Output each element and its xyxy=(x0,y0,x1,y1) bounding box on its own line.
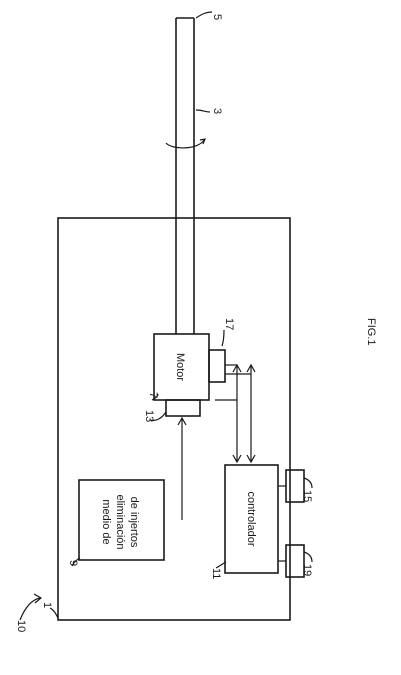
housing-outline xyxy=(57,217,291,621)
medium-label-line1: medio de xyxy=(100,499,112,544)
motor-label: Motor xyxy=(174,353,186,381)
controller-box xyxy=(224,464,279,574)
ref-11: 11 xyxy=(210,568,222,579)
ref-7: 7 xyxy=(147,392,159,398)
medium-label-line2: eliminación xyxy=(114,494,126,549)
connection-arrows xyxy=(215,363,256,464)
controller-label: controlador xyxy=(245,491,257,546)
shaft xyxy=(175,17,195,334)
ref-19: 19 xyxy=(301,564,313,576)
motor-lower-block xyxy=(165,399,201,417)
ref-15: 15 xyxy=(301,490,313,502)
ref-3: 3 xyxy=(211,108,223,114)
medium-box xyxy=(78,479,165,561)
rotation-arrow-icon xyxy=(165,139,205,149)
ref-5: 5 xyxy=(211,14,223,20)
ref-10: 10 xyxy=(15,620,27,632)
ref-10-arrow-icon xyxy=(19,597,41,621)
medium-label-line3: de injertos xyxy=(128,497,140,548)
ref-17: 17 xyxy=(223,318,235,330)
ref-13: 13 xyxy=(143,410,155,422)
motor-right-block xyxy=(208,349,226,383)
ref-9: 9 xyxy=(67,560,79,566)
ref-1: 1 xyxy=(41,602,53,608)
figure-caption: FIG.1 xyxy=(365,318,377,346)
